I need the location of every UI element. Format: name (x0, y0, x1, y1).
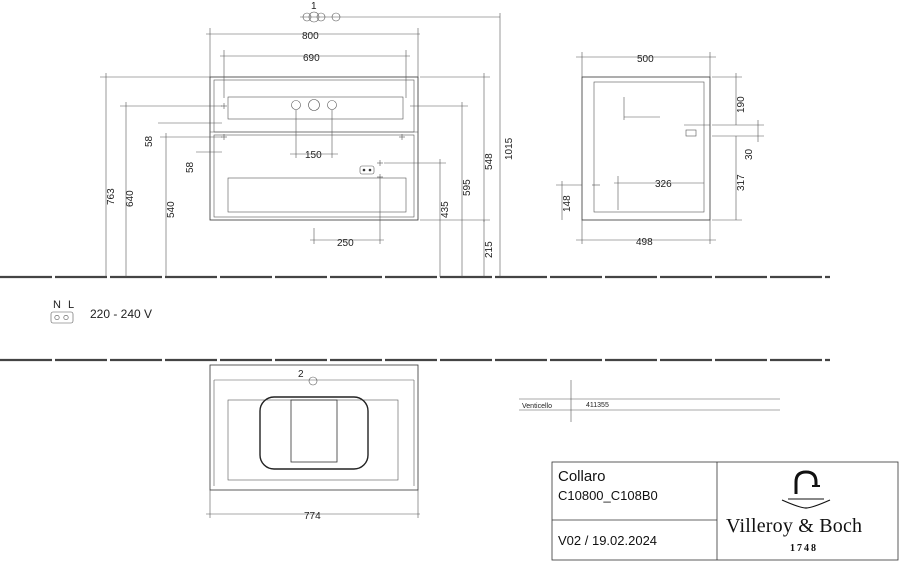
front-marker-1: 1 (311, 1, 317, 12)
dim-190: 190 (736, 96, 747, 113)
front-pipe-hole-right (327, 100, 337, 110)
top-view: 2 774 (206, 364, 420, 522)
dim-30: 30 (744, 148, 755, 160)
villeroy-boch-faucet-logo (781, 470, 831, 509)
title-block-frame (551, 461, 899, 561)
side-view: 500 498 326 148 190 30 317 (556, 52, 764, 248)
front-pipe-hole-center (308, 99, 320, 111)
dim-540: 540 (166, 201, 177, 218)
brand-year: 1748 (790, 543, 818, 554)
dim-640: 640 (125, 190, 136, 207)
front-view: 1 800 690 763 640 540 58 58 150 (100, 1, 515, 277)
side-cabinet-outline (581, 76, 711, 221)
product-name: Collaro (558, 468, 606, 485)
front-siphon-cutout (227, 96, 404, 120)
electrical-voltage: 220 - 240 V (90, 307, 152, 321)
dim-763: 763 (106, 188, 117, 205)
dim-500: 500 (637, 54, 654, 65)
drawing-version: V02 / 19.02.2024 (558, 533, 658, 548)
top-basin-outline (259, 396, 369, 470)
dim-58-a: 58 (144, 135, 155, 147)
front-lower-drawer (213, 134, 415, 218)
product-codes: C10800_C108B0 (558, 488, 658, 503)
electrical-l-label: L (68, 299, 74, 311)
dim-326: 326 (655, 179, 672, 190)
dim-690: 690 (303, 53, 320, 64)
front-inner-compartment (227, 177, 407, 213)
dim-148: 148 (562, 195, 573, 212)
article-color-name: Venticello (522, 403, 552, 410)
dim-435: 435 (440, 201, 451, 218)
top-cabinet-outline (209, 364, 419, 491)
dim-498: 498 (636, 237, 653, 248)
dim-595: 595 (462, 179, 473, 196)
dim-317: 317 (736, 174, 747, 191)
socket-icon (50, 311, 74, 324)
front-cabinet-outline (209, 76, 419, 221)
dim-58-b: 58 (185, 161, 196, 173)
front-pipe-hole-left (291, 100, 301, 110)
electrical-info: N L 220 - 240 V (50, 299, 152, 324)
dim-800: 800 (302, 31, 319, 42)
dim-774: 774 (304, 511, 321, 522)
dim-250: 250 (337, 238, 354, 249)
top-basin-inner (290, 399, 338, 463)
article-table: Venticello 411355 (519, 380, 780, 422)
dim-1015: 1015 (504, 137, 515, 160)
dim-548: 548 (484, 153, 495, 170)
dim-150: 150 (305, 150, 322, 161)
electrical-n-label: N (53, 299, 61, 311)
top-marker-2: 2 (298, 369, 304, 380)
brand-name: Villeroy & Boch (726, 515, 863, 537)
front-upper-drawer (213, 79, 415, 133)
title-block (551, 461, 899, 561)
dim-215: 215 (484, 241, 495, 258)
article-number: 411355 (586, 402, 609, 409)
